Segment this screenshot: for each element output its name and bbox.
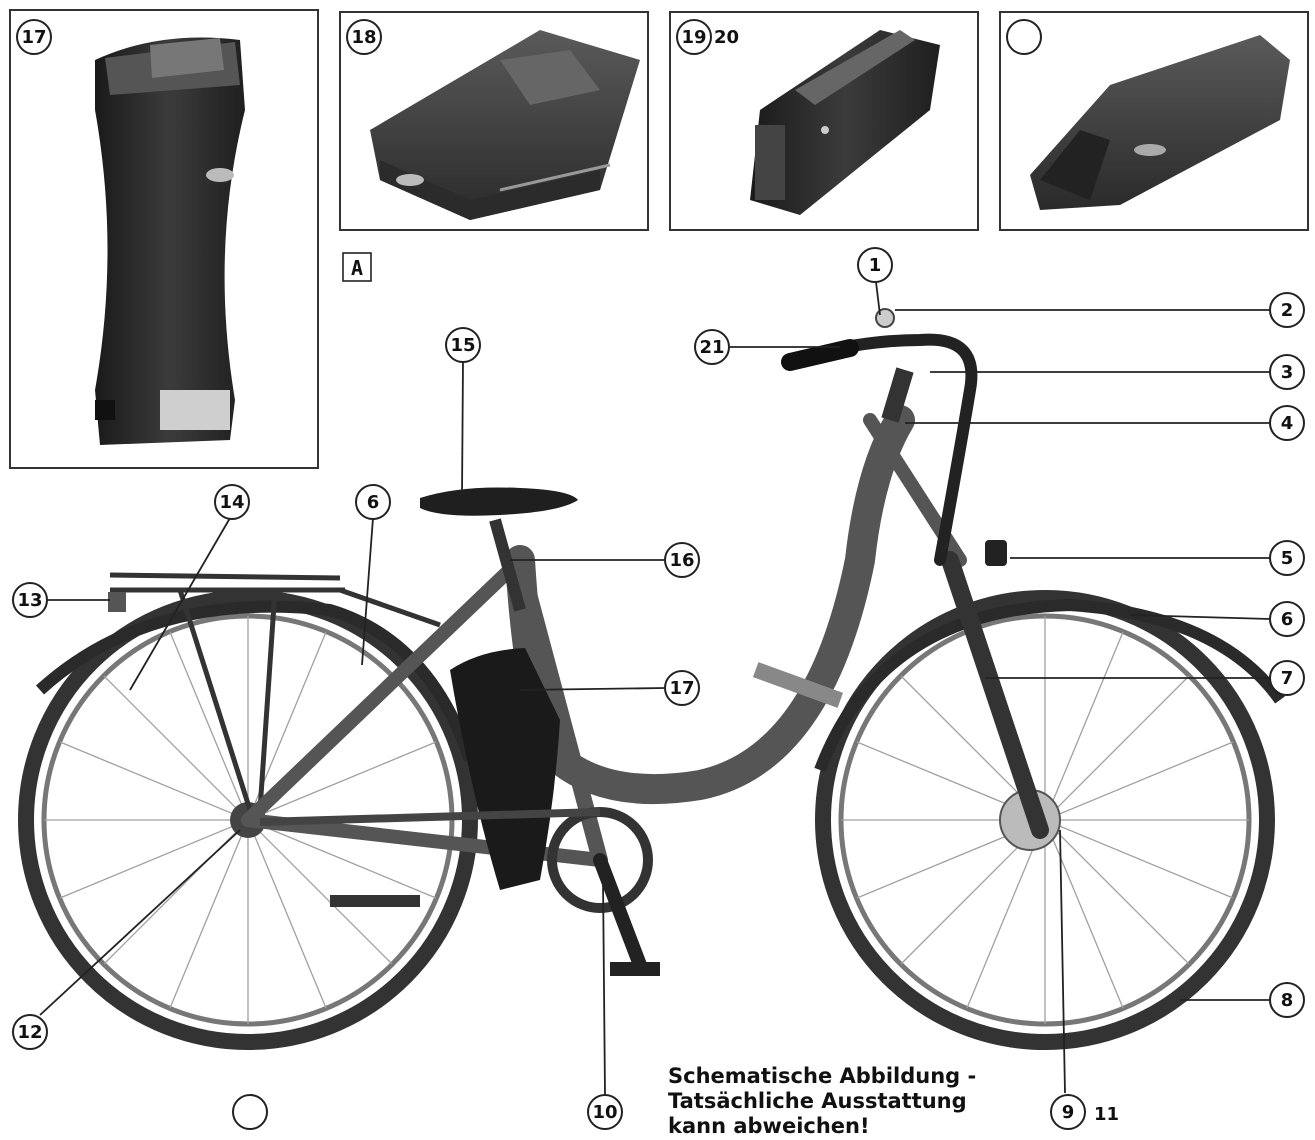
svg-text:6: 6 — [367, 492, 380, 513]
front-fender — [814, 598, 1285, 773]
callout-1: 1 — [857, 247, 893, 283]
svg-text:17: 17 — [669, 678, 694, 699]
battery-19-20-image — [750, 30, 940, 215]
callout-16: 16 — [664, 542, 700, 578]
callout-blank-bottom — [232, 1094, 268, 1130]
note-line-1: Schematische Abbildung - — [668, 1064, 976, 1088]
svg-text:5: 5 — [1281, 548, 1294, 569]
svg-text:8: 8 — [1281, 990, 1294, 1011]
rear-light — [108, 592, 126, 612]
svg-text:10: 10 — [592, 1102, 617, 1123]
callout-13: 13 — [12, 582, 48, 618]
bicycle-illustration — [18, 308, 1285, 1050]
saddle — [420, 487, 578, 516]
svg-text:18: 18 — [351, 27, 376, 48]
pedal — [610, 962, 660, 976]
handlebar — [784, 333, 978, 566]
callout-panel-19: 19 — [676, 19, 712, 55]
svg-text:A: A — [351, 256, 363, 280]
callout-21: 21 — [694, 329, 730, 365]
callout-14: 14 — [214, 484, 250, 520]
callout-4: 4 — [1269, 405, 1305, 441]
rear-fender — [35, 600, 476, 762]
callout-11-label: 11 — [1094, 1104, 1119, 1125]
callout-10: 10 — [587, 1094, 623, 1130]
note-line-3: kann abweichen! — [668, 1114, 870, 1138]
svg-text:13: 13 — [17, 590, 42, 611]
svg-text:9: 9 — [1062, 1102, 1075, 1123]
callout-8: 8 — [1269, 982, 1305, 1018]
svg-text:1: 1 — [869, 255, 882, 276]
frame — [241, 405, 967, 868]
front-fork — [941, 551, 1049, 839]
svg-text:17: 17 — [21, 27, 46, 48]
svg-text:14: 14 — [219, 492, 244, 513]
frame-decal — [752, 662, 844, 708]
pedal-rear — [330, 895, 420, 907]
svg-text:21: 21 — [699, 337, 724, 358]
panel-battery-19-20: 19 20 — [669, 11, 979, 231]
frame-battery — [450, 648, 560, 890]
callout-2: 2 — [1269, 292, 1305, 328]
callout-7: 7 — [1269, 660, 1305, 696]
panel-battery-18: 18 — [339, 11, 649, 231]
grip — [781, 339, 859, 371]
battery-17-image — [95, 37, 245, 445]
headlight — [985, 540, 1007, 566]
battery-frame-image — [1030, 35, 1290, 210]
svg-text:12: 12 — [17, 1022, 42, 1043]
svg-text:6: 6 — [1281, 609, 1294, 630]
leader-lines — [39, 281, 1271, 1096]
callout-5: 5 — [1269, 540, 1305, 576]
callout-panel-blank — [1006, 19, 1042, 55]
svg-text:4: 4 — [1281, 413, 1294, 434]
svg-text:7: 7 — [1281, 668, 1294, 689]
callout-panel-17: 17 — [16, 19, 52, 55]
note-line-2: Tatsächliche Ausstattung — [668, 1089, 967, 1113]
panel-battery-17: 17 — [9, 9, 319, 469]
callout-panel-18: 18 — [346, 19, 382, 55]
svg-text:19: 19 — [681, 27, 706, 48]
svg-text:16: 16 — [669, 550, 694, 571]
figure-label: A — [342, 252, 372, 282]
svg-text:15: 15 — [450, 335, 475, 356]
schematic-note: Schematische Abbildung - Tatsächliche Au… — [668, 1064, 976, 1138]
callout-17: 17 — [664, 670, 700, 706]
callout-9: 9 — [1050, 1094, 1086, 1130]
crank-arm — [593, 853, 647, 972]
callout-15: 15 — [445, 327, 481, 363]
chain-guard — [259, 808, 601, 826]
panel-battery-blank — [999, 11, 1309, 231]
callout-panel-20-label: 20 — [714, 27, 739, 48]
svg-text:2: 2 — [1281, 300, 1294, 321]
svg-text:3: 3 — [1281, 362, 1294, 383]
callout-3: 3 — [1269, 354, 1305, 390]
callout-12: 12 — [12, 1014, 48, 1050]
seatpost — [489, 518, 526, 612]
stem — [881, 367, 914, 423]
callout-6-left: 6 — [355, 484, 391, 520]
battery-18-image — [370, 30, 640, 220]
rear-rack — [109, 572, 441, 811]
callout-6-right: 6 — [1269, 601, 1305, 637]
